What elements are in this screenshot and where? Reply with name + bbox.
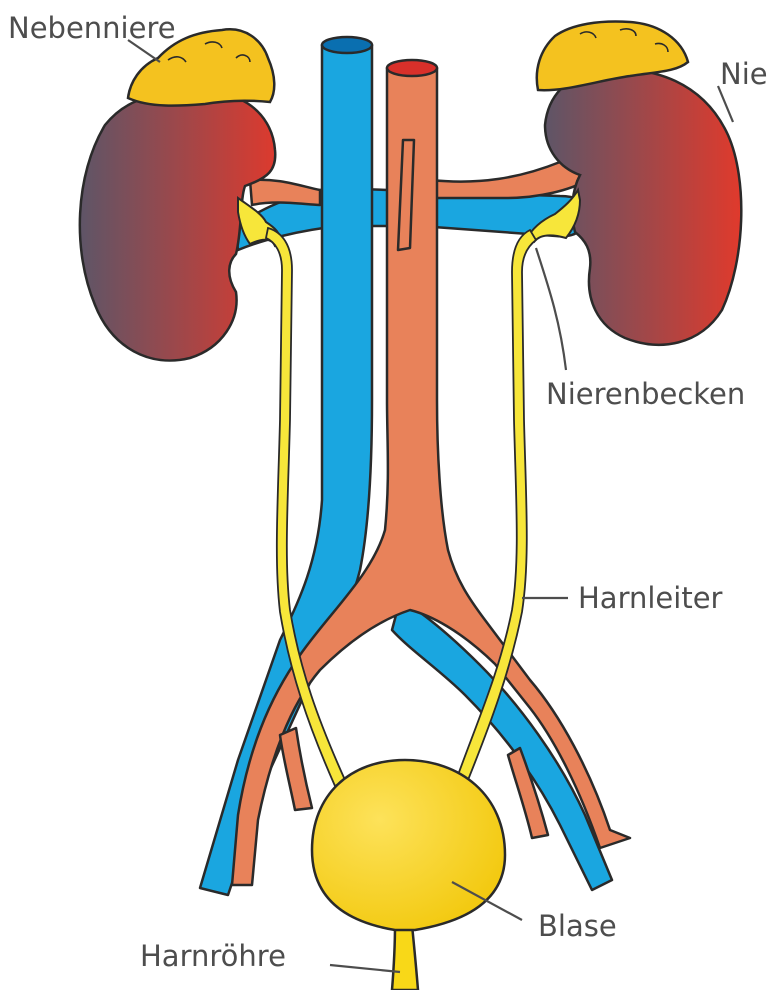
- urethra: [392, 925, 418, 990]
- label-niere: Nie: [720, 57, 768, 91]
- bladder-group: [312, 760, 505, 990]
- label-nebenniere: Nebenniere: [8, 11, 176, 45]
- label-blase: Blase: [538, 909, 617, 943]
- label-nierenbecken: Nierenbecken: [546, 377, 745, 411]
- internal-iliac-left: [280, 728, 312, 810]
- bladder: [312, 760, 505, 930]
- vena-cava-top: [322, 37, 372, 53]
- aorta-system: [232, 60, 630, 885]
- leader-niere: [718, 86, 733, 122]
- label-harnroehre: Harnröhre: [140, 939, 286, 973]
- label-harnleiter: Harnleiter: [578, 581, 723, 615]
- leader-nierenbecken: [536, 248, 566, 370]
- aorta-top: [387, 60, 437, 76]
- leader-harnroehre: [330, 965, 400, 972]
- renal-artery-left: [250, 180, 320, 205]
